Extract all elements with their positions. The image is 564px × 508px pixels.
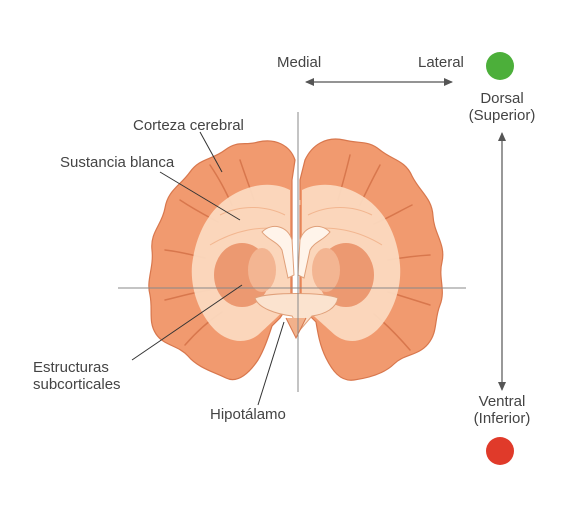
hypothalamus-label: Hipotálamo <box>210 406 286 423</box>
subcortical-line-2: subcorticales <box>33 376 121 393</box>
optic-chiasm <box>285 317 307 340</box>
white-matter-label: Sustancia blanca <box>60 154 175 171</box>
subcortical-leader <box>131 284 243 361</box>
ventral-label: Ventral (Inferior) <box>456 393 548 427</box>
ventral-term: Ventral <box>478 393 526 410</box>
cortex-leader <box>199 131 223 173</box>
dorsal-label: Dorsal (Superior) <box>456 90 548 124</box>
dorsal-term: Dorsal <box>480 90 524 107</box>
left-thalamus <box>248 248 276 292</box>
cortex-label: Corteza cerebral <box>133 117 244 134</box>
lateral-label: Lateral <box>418 54 464 71</box>
subcortical-line-1: Estructuras <box>33 359 109 376</box>
ventral-alt-term: (Inferior) <box>473 410 531 427</box>
ventricles <box>261 225 331 279</box>
subcortical-label: Estructuras subcorticales <box>33 359 121 393</box>
hypothalamus-leader <box>257 321 285 406</box>
white-matter-leader <box>159 171 241 221</box>
label-leaders <box>131 131 285 406</box>
right-thalamus <box>312 248 340 292</box>
brain-coronal-section <box>148 138 444 381</box>
medial-label: Medial <box>277 54 322 71</box>
dorsal-alt-term: (Superior) <box>468 107 536 124</box>
dorsal-marker-dot <box>486 52 514 80</box>
ventral-marker-dot <box>486 437 514 465</box>
hypothalamus-region <box>254 293 339 331</box>
